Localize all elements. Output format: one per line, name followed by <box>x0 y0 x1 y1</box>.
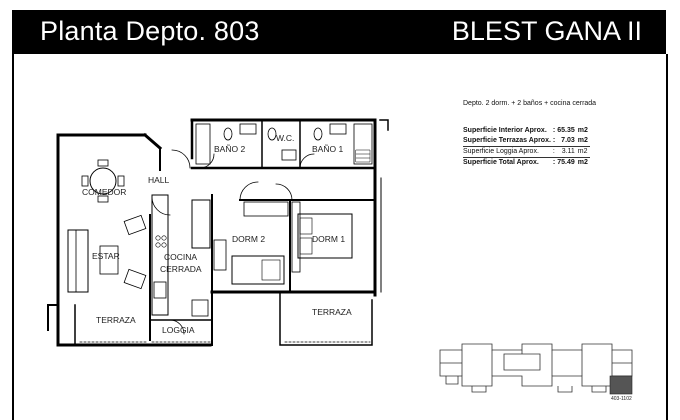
armchair <box>123 268 147 290</box>
label-terraza-right: TERRAZA <box>312 307 352 317</box>
dining-chair <box>97 195 109 203</box>
toilet-wc <box>267 127 277 141</box>
bathtub-bano2 <box>195 123 211 165</box>
label-dorm2: DORM 2 <box>232 234 265 244</box>
wall-upper-box <box>190 118 377 180</box>
area-sep: : <box>552 146 558 158</box>
key-plan-outline <box>439 343 633 387</box>
washer <box>191 299 209 317</box>
area-label: Superficie Loggia Aprox. <box>463 146 553 158</box>
shower-bano1 <box>353 123 373 165</box>
armchair <box>123 214 147 236</box>
project-title: BLEST GANA II <box>451 16 642 46</box>
area-label: Superficie Terrazas Aprox. <box>463 137 551 144</box>
sink-bano1 <box>329 123 347 135</box>
area-table: Superficie Interior Aprox. : 65.35 m2 Su… <box>463 126 590 168</box>
door-swing-kitchen <box>151 196 171 216</box>
coffee-table <box>99 245 119 275</box>
toilet-bano2 <box>223 127 233 141</box>
desk-dorm2 <box>213 239 227 271</box>
area-value: 65.35 <box>557 127 575 134</box>
dining-chair <box>81 175 89 187</box>
key-plan-core <box>503 353 541 371</box>
area-value: 7.03 <box>561 137 575 144</box>
label-comedor: COMEDOR <box>82 187 126 197</box>
bed-dorm2 <box>231 255 285 285</box>
wall-terrace-right <box>279 291 373 346</box>
area-sep: : <box>552 127 556 134</box>
table-row: Superficie Total Aprox. : 75.49 m2 <box>463 158 590 169</box>
pillow-dorm1 <box>299 217 313 235</box>
area-label: Superficie Total Aprox. <box>463 159 539 166</box>
door-swing-bano1 <box>299 153 315 169</box>
door-swing-loggia <box>169 319 185 335</box>
table-row: Superficie Loggia Aprox. : 3.11 m2 <box>463 146 590 158</box>
area-value: 3.11 <box>557 146 578 158</box>
wall-right-upper <box>379 119 389 131</box>
area-unit: m2 <box>577 146 590 158</box>
content-frame <box>12 54 668 420</box>
stove-burner <box>161 242 167 248</box>
pillow-dorm1 <box>299 237 313 255</box>
kitchen-sink <box>153 281 167 299</box>
door-swing-dorm2 <box>239 181 259 201</box>
door-swing-dorm1 <box>275 183 293 201</box>
kitchen-counter <box>151 194 169 316</box>
shower-hatch <box>355 149 371 163</box>
area-summary: Depto. 2 dorm. + 2 baños + cocina cerrad… <box>463 100 643 168</box>
pillow-dorm2 <box>261 259 281 281</box>
table-row: Superficie Terrazas Aprox. : 7.03 m2 <box>463 136 590 147</box>
stove-burner <box>161 235 167 241</box>
label-loggia: LOGGIA <box>162 325 195 335</box>
key-plan-unit-label: 403-1102 <box>611 396 632 402</box>
label-cerrada: CERRADA <box>160 264 202 274</box>
wall-exterior-top-left <box>56 132 163 151</box>
stove-burner <box>155 242 161 248</box>
closet-dorm2 <box>243 201 289 217</box>
sink-wc <box>281 149 297 161</box>
label-bano1: BAÑO 1 <box>312 144 343 154</box>
area-unit: m2 <box>577 127 588 134</box>
dining-chair <box>97 159 109 167</box>
label-cocina: COCINA <box>164 252 197 262</box>
unit-title: Planta Depto. 803 <box>40 16 260 46</box>
label-estar: ESTAR <box>92 251 120 261</box>
label-wc: W.C. <box>276 133 294 143</box>
unit-description: Depto. 2 dorm. + 2 baños + cocina cerrad… <box>463 100 597 107</box>
dining-table <box>89 167 117 195</box>
label-dorm1: DORM 1 <box>312 234 345 244</box>
area-value: 75.49 <box>557 159 575 166</box>
door-swing-bano2 <box>199 153 215 169</box>
key-plan: 403-1102 <box>439 343 633 402</box>
table-row: Superficie Interior Aprox. : 65.35 m2 <box>463 126 590 136</box>
area-sep: : <box>552 159 556 166</box>
area-label: Superficie Interior Aprox. <box>463 127 547 134</box>
label-terraza-left: TERRAZA <box>96 315 136 325</box>
toilet-bano1 <box>313 127 323 141</box>
dining-chair <box>117 175 125 187</box>
header-bar: Planta Depto. 803 BLEST GANA II <box>12 10 666 54</box>
area-unit: m2 <box>577 137 588 144</box>
label-bano2: BAÑO 2 <box>214 144 245 154</box>
wall-corner-left <box>47 304 59 331</box>
label-hall: HALL <box>148 175 170 185</box>
door-swing-hall <box>171 149 191 169</box>
key-plan-lines <box>440 350 632 376</box>
key-plan-highlight <box>609 375 633 395</box>
key-plan-balconies <box>445 376 607 393</box>
sofa-back <box>67 229 77 293</box>
sink-bano2 <box>239 123 257 135</box>
fridge <box>191 199 211 249</box>
sofa <box>67 229 89 293</box>
closet-dorm1 <box>291 201 301 273</box>
wall-terrace-left <box>74 304 151 346</box>
area-sep: : <box>552 137 556 144</box>
area-unit: m2 <box>577 159 588 166</box>
bed-dorm1 <box>297 213 353 259</box>
stove-burner <box>155 235 161 241</box>
